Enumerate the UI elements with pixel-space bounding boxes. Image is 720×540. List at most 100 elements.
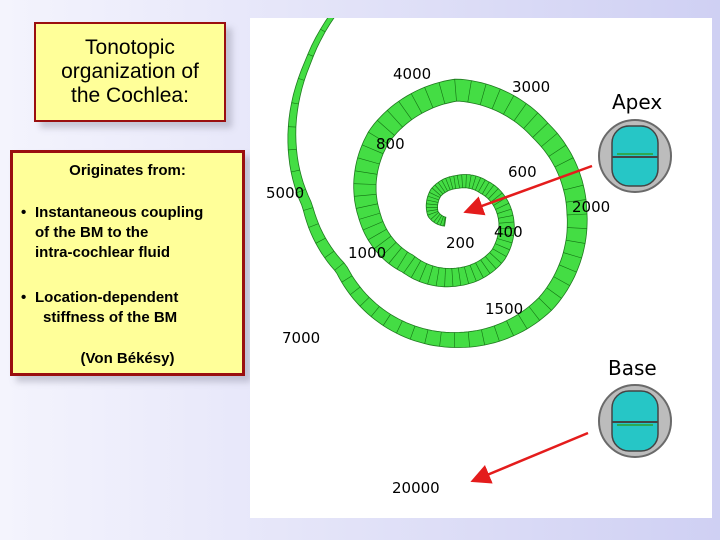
title-box: Tonotopic organization of the Cochlea: bbox=[34, 22, 226, 122]
bullet-coupling: • Instantaneous coupling of the BM to th… bbox=[21, 203, 247, 263]
membrane-striation bbox=[334, 262, 345, 271]
reference: (Von Békésy) bbox=[80, 350, 175, 367]
info-box: Originates from: • Instantaneous couplin… bbox=[10, 150, 245, 376]
membrane-striation bbox=[517, 314, 528, 330]
membrane-striation bbox=[439, 331, 442, 347]
membrane-striation bbox=[464, 266, 469, 284]
membrane-striation bbox=[409, 325, 416, 340]
membrane-striation bbox=[475, 262, 484, 278]
membrane-striation bbox=[490, 192, 503, 203]
membrane-striation bbox=[469, 264, 477, 282]
membrane-striation bbox=[356, 203, 378, 209]
membrane-striation bbox=[419, 263, 427, 282]
membrane-striation bbox=[451, 268, 454, 287]
membrane-striation bbox=[449, 176, 454, 190]
membrane-striation bbox=[396, 251, 408, 270]
membrane-striation bbox=[458, 267, 462, 286]
membrane-striation bbox=[488, 188, 499, 200]
membrane-striation bbox=[396, 320, 403, 334]
membrane-striation bbox=[362, 221, 384, 231]
membrane-striation bbox=[291, 169, 300, 173]
bullet-dot: • bbox=[21, 289, 27, 306]
membrane-striation bbox=[478, 179, 486, 193]
freq-label-20000: 20000 bbox=[392, 479, 440, 497]
membrane-striation bbox=[456, 175, 460, 189]
freq-label-7000: 7000 bbox=[282, 329, 320, 347]
membrane-striation bbox=[489, 252, 502, 264]
freq-label-1000: 1000 bbox=[348, 244, 386, 262]
membrane-striation bbox=[370, 306, 380, 317]
membrane-striation bbox=[481, 329, 485, 346]
membrane-striation bbox=[461, 174, 463, 188]
membrane-striation bbox=[429, 192, 441, 198]
membrane-striation bbox=[513, 103, 527, 122]
membrane-striation bbox=[541, 133, 558, 147]
membrane-striation bbox=[387, 110, 403, 128]
membrane-striation bbox=[453, 175, 456, 189]
freq-label-800: 800 bbox=[376, 135, 405, 153]
membrane-striation bbox=[498, 233, 514, 237]
slide-title: Tonotopic organization of the Cochlea: bbox=[61, 35, 199, 108]
membrane-striation bbox=[431, 187, 442, 197]
freq-label-400: 400 bbox=[494, 223, 523, 241]
membrane-striation bbox=[553, 276, 570, 286]
membrane-striation bbox=[426, 199, 439, 203]
bullet-line: Instantaneous coupling bbox=[35, 204, 204, 221]
freq-label-200: 200 bbox=[446, 234, 475, 252]
membrane-striation bbox=[298, 78, 305, 81]
membrane-striation bbox=[320, 28, 326, 33]
membrane-striation bbox=[468, 174, 472, 189]
membrane-striation bbox=[485, 184, 495, 197]
membrane-striation bbox=[433, 213, 441, 223]
membrane-striation bbox=[388, 247, 402, 264]
membrane-striation bbox=[382, 314, 391, 326]
membrane-striation bbox=[491, 88, 501, 110]
membrane-striation bbox=[538, 297, 552, 311]
membrane-striation bbox=[566, 213, 588, 216]
membrane-striation bbox=[361, 144, 384, 154]
membrane-striation bbox=[528, 306, 540, 321]
membrane-striation bbox=[357, 157, 380, 165]
cochlea-diagram: 4000 3000 800 600 5000 2000 200 400 1000… bbox=[250, 18, 712, 518]
membrane-striation bbox=[436, 215, 443, 225]
membrane-striation bbox=[354, 194, 377, 197]
bullet-stiffness: • Location-dependent stiffness of the BM bbox=[21, 288, 247, 328]
freq-label-600: 600 bbox=[508, 163, 537, 181]
membrane-striation bbox=[497, 208, 512, 214]
membrane-striation bbox=[493, 325, 500, 342]
membrane-striation bbox=[485, 256, 497, 269]
freq-label-1500: 1500 bbox=[485, 300, 523, 318]
membrane-striation bbox=[426, 209, 438, 212]
membrane-striation bbox=[353, 183, 377, 185]
membrane-striation bbox=[498, 221, 515, 224]
membrane-striation bbox=[498, 215, 514, 219]
membrane-striation bbox=[471, 175, 477, 190]
info-heading: Originates from: bbox=[69, 162, 186, 179]
membrane-striation bbox=[441, 179, 448, 192]
membrane-striation bbox=[410, 260, 422, 278]
membrane-striation bbox=[374, 235, 392, 250]
membrane-striation bbox=[307, 53, 314, 57]
bullet-line: of the BM to the bbox=[35, 224, 149, 241]
membrane-striation bbox=[445, 178, 451, 191]
membrane-striation bbox=[498, 227, 515, 230]
membrane-striation bbox=[398, 101, 412, 120]
membrane-striation bbox=[291, 102, 299, 105]
membrane-striation bbox=[465, 174, 467, 188]
base-cross-section bbox=[598, 384, 672, 458]
membrane-striation bbox=[354, 170, 378, 175]
membrane-striation bbox=[444, 268, 446, 287]
membrane-striation bbox=[454, 79, 457, 102]
freq-label-4000: 4000 bbox=[393, 65, 431, 83]
membrane-striation bbox=[443, 216, 446, 227]
membrane-striation bbox=[424, 87, 434, 109]
bullet-line: stiffness of the BM bbox=[43, 309, 178, 326]
membrane-striation bbox=[480, 259, 491, 274]
membrane-striation bbox=[563, 184, 584, 191]
bullet-line: intra-cochlear fluid bbox=[35, 244, 171, 261]
membrane-striation bbox=[341, 275, 353, 283]
freq-label-3000: 3000 bbox=[512, 78, 550, 96]
membrane-striation bbox=[467, 331, 470, 348]
membrane-striation bbox=[496, 238, 513, 244]
membrane-striation bbox=[410, 93, 423, 114]
